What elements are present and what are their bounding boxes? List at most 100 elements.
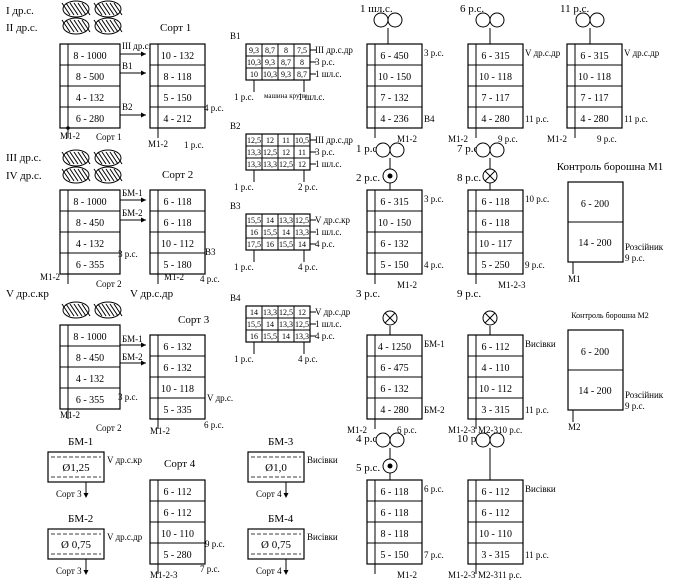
sifter-d3-cell-1: 8 - 450 <box>76 353 104 364</box>
d3-top-roll-icon <box>62 301 90 319</box>
bm-title-2: БМ-2 <box>68 513 93 525</box>
d2-top-roll-icon <box>94 149 122 167</box>
sifter-sort-2-cell-1: 6 - 118 <box>164 218 192 229</box>
d2-top-hatch <box>97 151 107 165</box>
grid-3-cell: 15,5 <box>263 228 277 237</box>
grid-4-cell: 15,5 <box>247 320 261 329</box>
roll-3-out-a: 3 р.с. <box>424 194 444 204</box>
d1-top2-hatch <box>101 19 111 33</box>
arrow-head-icon <box>283 493 289 498</box>
d1-top2-hatch <box>65 19 75 33</box>
sifter-roll-6-cell-3: 3 - 315 <box>481 405 509 416</box>
control-right-1: Розсійник <box>625 242 664 252</box>
junction-dot <box>66 126 70 130</box>
d2-top2-hatch <box>61 168 71 182</box>
d2-out-e: Сорт 2 <box>96 279 122 289</box>
d1-top-hatch <box>65 2 75 16</box>
control-bottom-2: 9 р.с. <box>625 401 645 411</box>
control-cell-b-1: 14 - 200 <box>578 238 611 249</box>
grid-1-cell: 8 <box>300 58 304 67</box>
sort-title-3: Сорт 3 <box>178 314 210 326</box>
grid-3-cell: 15,5 <box>247 216 261 225</box>
grid-4-cell: 14 <box>282 332 290 341</box>
roll-8-out-a: Висівки <box>525 484 556 494</box>
roll-1-roll-icon <box>475 12 491 28</box>
d3-out-a: БМ-1 <box>122 334 143 344</box>
grid-in-3: В3 <box>230 201 241 211</box>
sifter-roll-5-cell-0: 4 - 1250 <box>378 342 411 353</box>
bm-out-2: V др.с.др <box>107 532 143 542</box>
grid-3-cell: 16 <box>250 228 258 237</box>
grid-4-cell: 14 <box>250 308 258 317</box>
d2-top2-hatch <box>113 168 123 182</box>
d2-top-hatch <box>101 151 111 165</box>
roll-1-out-d: М1-2 <box>448 134 468 144</box>
d1-top-roll-icon <box>62 0 90 18</box>
grid-1-cell: 8 <box>284 46 288 55</box>
d1-top-hatch <box>101 2 111 16</box>
roll-2-out-d: М1-2 <box>547 134 567 144</box>
roll-8-out-b: 11 р.с. <box>525 550 549 560</box>
grid-2-cell: 12 <box>298 160 306 169</box>
arrow-head-icon <box>141 197 146 203</box>
roll-1-roll-icon <box>489 12 505 28</box>
d3-top-hatch <box>113 303 123 317</box>
grid-2-cell: 13,3 <box>247 148 261 157</box>
d1-out-e: Сорт 1 <box>96 132 122 142</box>
roll-5-x <box>384 312 396 324</box>
d2-top-hatch <box>77 151 87 165</box>
grid-1-cell: 9,3 <box>249 46 259 55</box>
grid-1-cell: 10,3 <box>247 58 261 67</box>
d3-in-a: V др.с.кр <box>6 288 49 300</box>
grid-1-cell: 8,7 <box>297 70 307 79</box>
d1-out-d: М1-2 <box>60 131 80 141</box>
control-title-1: Контроль борошна М1 <box>557 161 664 173</box>
d2-top2-hatch <box>101 168 111 182</box>
d1-out-b: В1 <box>122 61 133 71</box>
roll-6-out-e: М2-3 <box>478 425 498 435</box>
sort1-out-4rc: 4 р.с. <box>204 103 224 113</box>
grid-4-cell: 12,5 <box>279 308 293 317</box>
r6b-roll-x <box>484 170 496 182</box>
d1-top-hatch <box>105 2 115 16</box>
d2-top2-hatch <box>69 168 79 182</box>
bm-out-1: V др.с.кр <box>107 455 143 465</box>
roll-0-roll-icon <box>373 12 389 28</box>
sifter-sort-1-cell-3: 4 - 212 <box>163 114 191 125</box>
control-out-2: М2 <box>568 422 581 432</box>
grid-2-out-1: 3 р.с. <box>315 147 335 157</box>
d1-top2-hatch <box>61 19 71 33</box>
d2-out-b: БМ-2 <box>122 208 143 218</box>
r2b-roll-dot-icon <box>387 173 393 179</box>
sifter-sort-3-cell-1: 6 - 132 <box>163 363 191 374</box>
grid-2-out-2: 1 шл.с. <box>315 159 342 169</box>
d2-out-d: М1-2 <box>40 272 60 282</box>
control-title-2: Контроль борошна М2 <box>571 311 649 320</box>
d1-out-c: В2 <box>122 102 133 112</box>
control-cell-b-2: 14 - 200 <box>578 386 611 397</box>
grid-3-cell: 14 <box>266 216 274 225</box>
sifter-sort-2-cell-2: 10 - 112 <box>161 239 194 250</box>
grid-4-cell: 14 <box>266 320 274 329</box>
grid-3-bottom-right: 4 р.с. <box>298 262 318 272</box>
roll-2-roll-icon <box>575 12 591 28</box>
d1-out-a: ІІІ др.с. <box>122 41 151 51</box>
sifter-sort-3-cell-0: 6 - 132 <box>163 342 191 353</box>
bm-bottom-3: Сорт 4 <box>256 489 282 499</box>
bm-value-3: Ø1,0 <box>265 462 287 474</box>
roll-4-out-c: М1-2-3 <box>498 280 526 290</box>
sifter-roll-3-cell-1: 10 - 150 <box>378 218 411 229</box>
roll-7-roll-icon <box>375 432 391 448</box>
roll-3-out-c: М1-2 <box>397 280 417 290</box>
roll-0-out-c: М1-2 <box>397 134 417 144</box>
d2-top-hatch <box>81 151 91 165</box>
grid-3-cell: 16 <box>266 240 274 249</box>
grid-2-bottom-left: 1 р.с. <box>234 182 254 192</box>
sifter-sort-4-cell-0: 6 - 112 <box>164 487 192 498</box>
sifter-roll-4-cell-1: 6 - 118 <box>482 218 510 229</box>
sifter-d1-cell-3: 6 - 280 <box>76 114 104 125</box>
sifter-roll-6-cell-1: 4 - 110 <box>482 363 510 374</box>
d2-top-hatch <box>93 151 103 165</box>
